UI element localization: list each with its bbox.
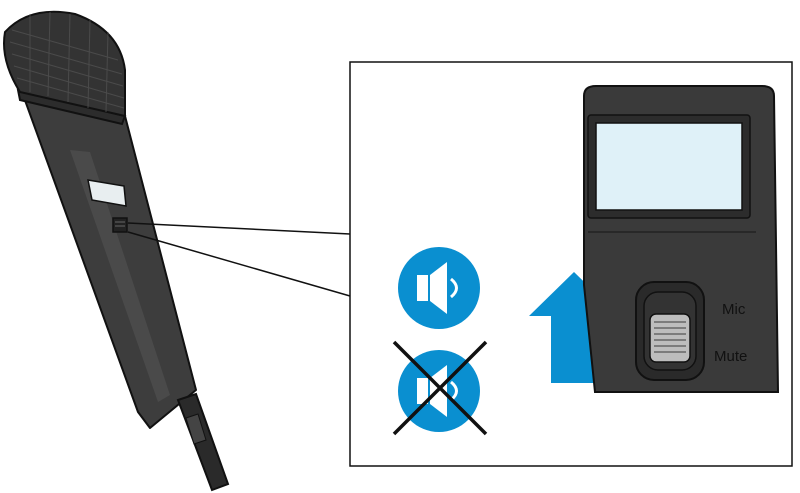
mute-switch-slider	[650, 314, 690, 362]
display-screen	[596, 123, 742, 210]
speaker-muted-icon	[394, 342, 486, 434]
transmitter-panel: Mic Mute	[584, 86, 778, 392]
mute-label: Mute	[714, 348, 747, 365]
speaker-icon	[398, 247, 480, 329]
microphone-bottom-cap	[178, 394, 228, 490]
mic-label: Mic	[722, 301, 746, 318]
microphone-mute-switch	[113, 218, 127, 232]
